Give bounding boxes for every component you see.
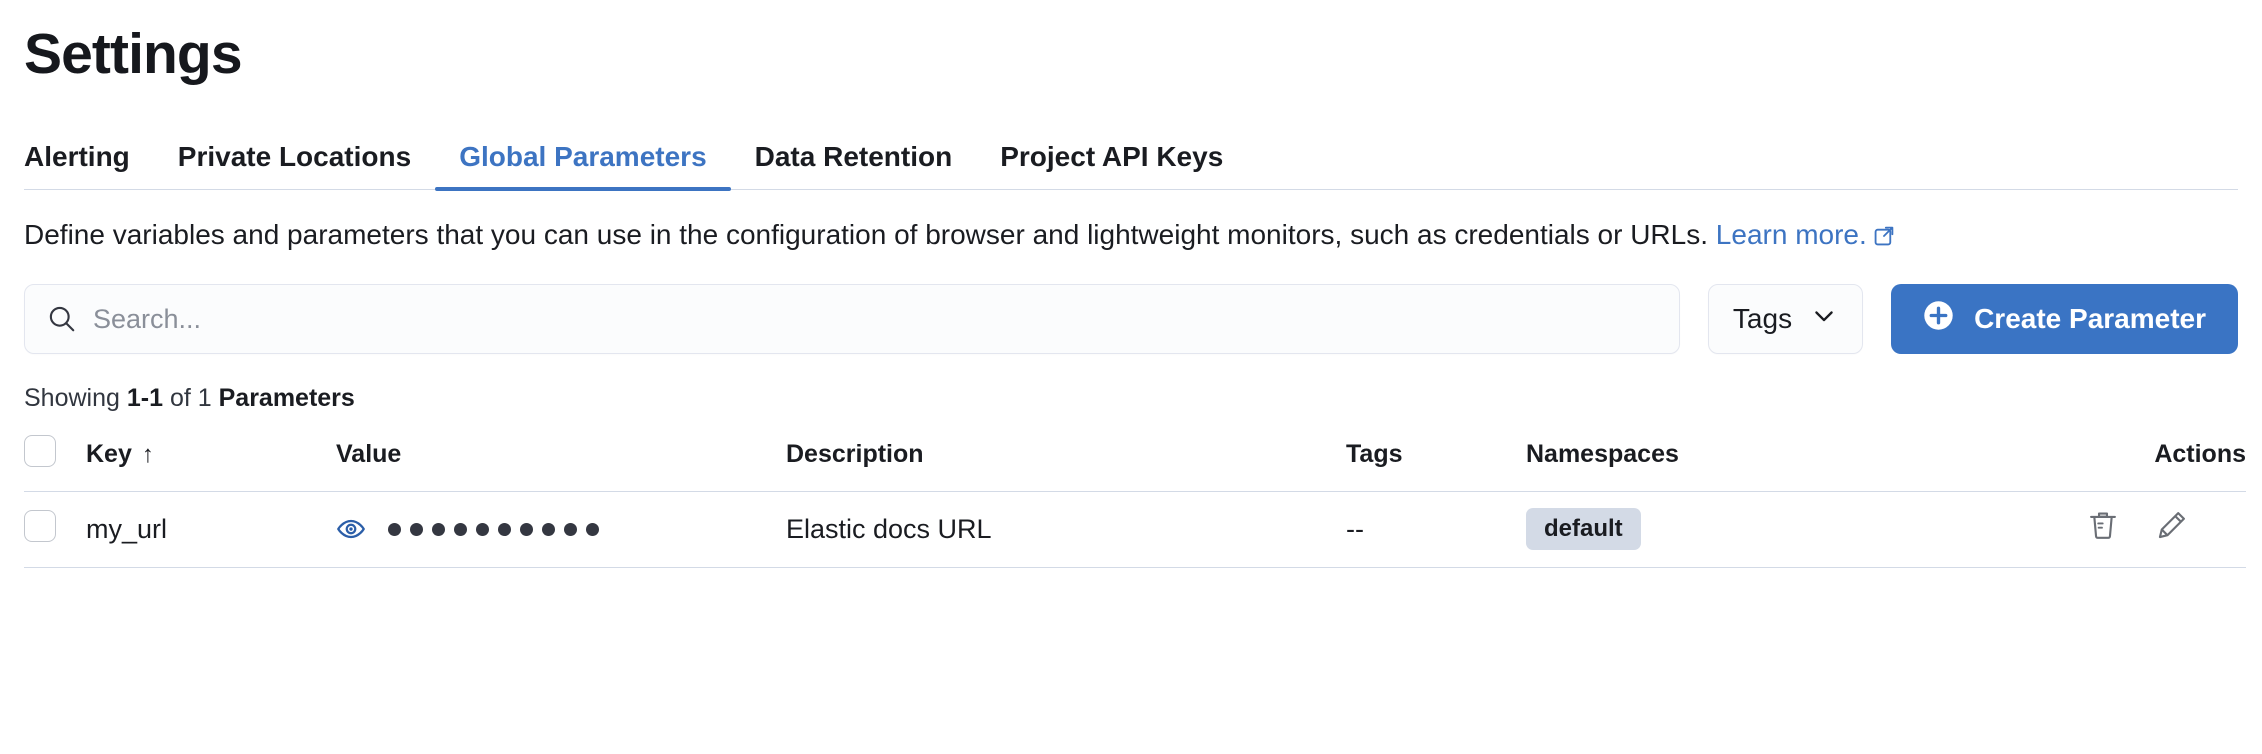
namespace-badge: default	[1526, 507, 1641, 551]
tab-label: Data Retention	[754, 141, 953, 172]
select-all-header	[24, 433, 86, 492]
description-text: Define variables and parameters that you…	[24, 219, 1709, 250]
tab-data-retention[interactable]: Data Retention	[731, 143, 977, 189]
table-header: Key ↑ Value Description Tags Namespaces A…	[24, 433, 2246, 492]
parameter-key: my_url	[86, 513, 168, 544]
tab-label: Project API Keys	[1000, 141, 1224, 172]
learn-more-label: Learn more.	[1715, 219, 1867, 250]
plus-in-circle-icon	[1923, 300, 1954, 338]
table-row: my_url Elast	[24, 491, 2246, 568]
settings-tabs: Alerting Private Locations Global Parame…	[24, 127, 2238, 191]
cell-key: my_url	[86, 491, 336, 568]
tab-label: Alerting	[24, 141, 130, 172]
tags-filter-dropdown[interactable]: Tags	[1707, 284, 1864, 355]
table-header-row: Key ↑ Value Description Tags Namespaces A…	[24, 433, 2246, 492]
pencil-icon[interactable]	[2154, 509, 2188, 543]
controls-row: Tags Create Parameter	[24, 284, 2238, 355]
table-body: my_url Elast	[24, 491, 2246, 568]
cell-actions	[2086, 491, 2246, 568]
chevron-down-icon	[1810, 302, 1838, 337]
column-header-namespaces: Namespaces	[1526, 433, 2086, 492]
search-field[interactable]	[24, 284, 1680, 355]
eye-icon[interactable]	[336, 514, 366, 544]
tab-alerting[interactable]: Alerting	[24, 143, 154, 189]
create-parameter-button[interactable]: Create Parameter	[1891, 284, 2238, 355]
search-icon	[47, 304, 77, 334]
column-header-label: Value	[336, 440, 402, 469]
tab-label: Private Locations	[177, 141, 412, 172]
tags-filter-label: Tags	[1732, 303, 1793, 335]
cell-namespaces: default	[1526, 491, 2086, 568]
tab-label: Global Parameters	[459, 141, 707, 172]
cell-value	[336, 491, 786, 568]
select-all-checkbox[interactable]	[24, 435, 56, 468]
showing-range: 1-1	[126, 384, 163, 413]
column-header-label: Actions	[2154, 440, 2246, 469]
showing-middle: of 1	[169, 384, 212, 413]
showing-prefix: Showing	[24, 384, 120, 413]
external-link-icon	[1874, 220, 1895, 254]
search-input[interactable]	[93, 303, 1657, 335]
row-select-checkbox[interactable]	[24, 509, 56, 542]
column-header-description: Description	[786, 433, 1346, 492]
column-header-actions: Actions	[2086, 433, 2246, 492]
learn-more-link[interactable]: Learn more.	[1716, 219, 1867, 250]
parameters-table: Key ↑ Value Description Tags Namespaces A…	[24, 433, 2246, 568]
page-description: Define variables and parameters that you…	[24, 218, 2238, 254]
column-header-key[interactable]: Key ↑	[86, 433, 336, 492]
tab-global-parameters[interactable]: Global Parameters	[435, 141, 732, 191]
page-title: Settings	[24, 22, 243, 86]
cell-tags: --	[1346, 491, 1526, 568]
parameter-description: Elastic docs URL	[786, 513, 992, 544]
column-header-tags: Tags	[1346, 433, 1526, 492]
column-header-label: Namespaces	[1526, 440, 1679, 469]
column-header-label: Tags	[1346, 440, 1403, 469]
sort-ascending-icon: ↑	[141, 441, 154, 469]
tab-project-api-keys[interactable]: Project API Keys	[976, 143, 1247, 189]
column-header-label: Description	[786, 440, 924, 469]
results-count: Showing 1-1 of 1 Parameters	[24, 384, 2238, 413]
column-header-label: Key	[86, 440, 132, 469]
parameter-tags: --	[1346, 513, 1364, 544]
trash-icon[interactable]	[2086, 509, 2120, 543]
create-parameter-label: Create Parameter	[1974, 303, 2206, 335]
row-select-cell	[24, 491, 86, 568]
showing-suffix: Parameters	[218, 384, 355, 413]
column-header-value: Value	[336, 433, 786, 492]
tab-private-locations[interactable]: Private Locations	[154, 143, 435, 189]
cell-description: Elastic docs URL	[786, 491, 1346, 568]
masked-value	[388, 522, 599, 536]
